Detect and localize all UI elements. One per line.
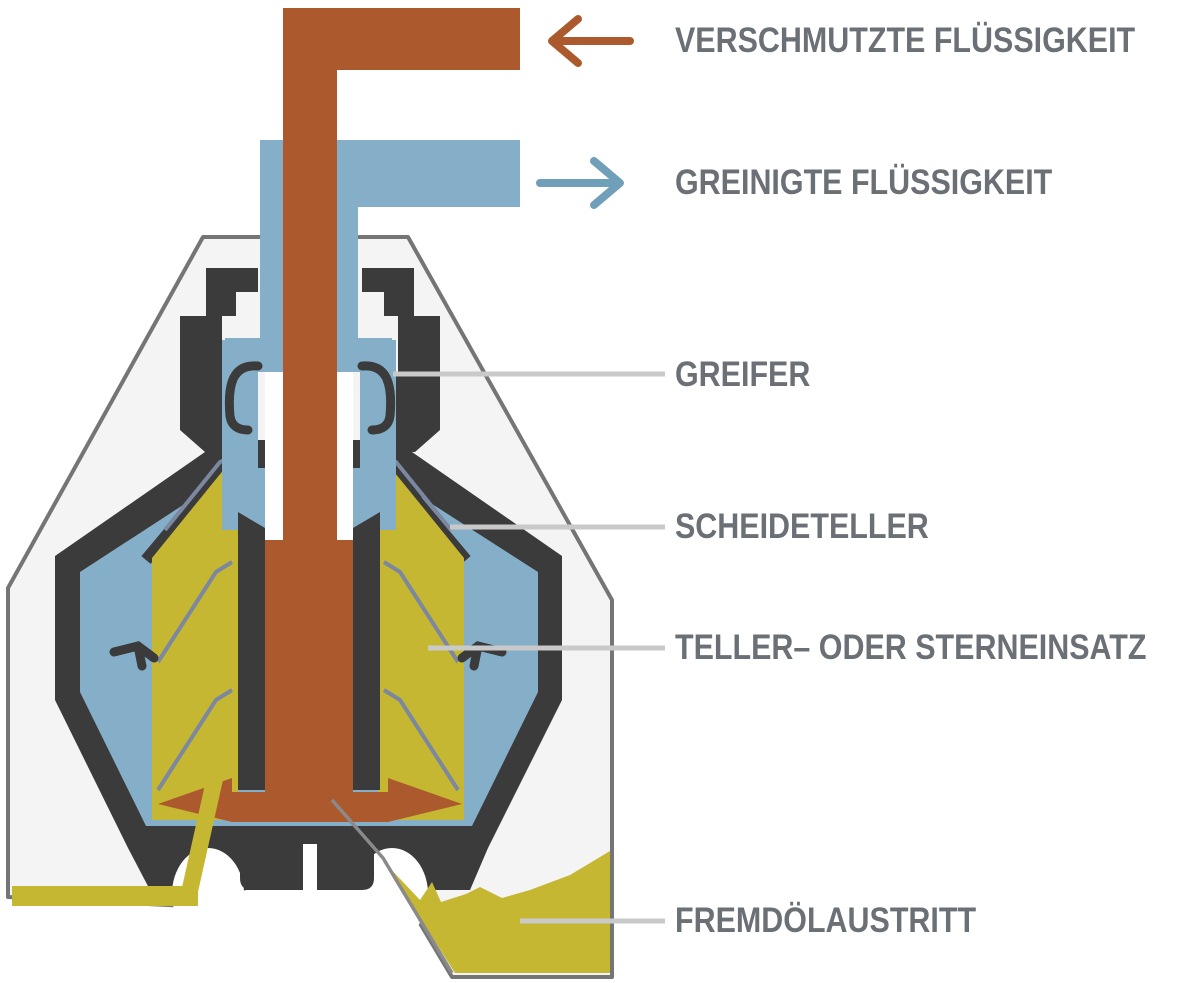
- leader-lines: [393, 371, 665, 924]
- oil-outlet-pool: [386, 851, 610, 973]
- greifer-hooks: [224, 361, 396, 435]
- oil-strip-bottom: [12, 886, 198, 906]
- distributor-arrows: [158, 778, 462, 822]
- label-greifer: GREIFER: [675, 355, 811, 394]
- oil-streams: [12, 744, 610, 973]
- oil-stream-diagonal: [181, 744, 231, 892]
- dirty-liquid-pipe: [158, 8, 520, 822]
- right-arrow-icon: [536, 157, 624, 209]
- label-gereinigte-fluessigkeit: GREINIGTE FLÜSSIGKEIT: [675, 163, 1053, 202]
- disc-stacks: [152, 452, 464, 820]
- label-scheideteller: SCHEIDETELLER: [675, 507, 929, 546]
- label-teller-oder-sterneinsatz: TELLER– ODER STERNEINSATZ: [675, 628, 1147, 667]
- label-fremdoelaustritt: FREMDÖLAUSTRITT: [675, 901, 977, 940]
- disc-stack-left: [152, 452, 238, 820]
- label-verschmutzte-fluessigkeit: VERSCHMUTZTE FLÜSSIGKEIT: [675, 21, 1136, 60]
- spindle-slot: [303, 844, 317, 892]
- left-arrow-icon: [548, 15, 634, 67]
- funnel-wall-line: [330, 798, 454, 974]
- median-wedges: [238, 512, 380, 790]
- disc-stack-right: [378, 452, 464, 820]
